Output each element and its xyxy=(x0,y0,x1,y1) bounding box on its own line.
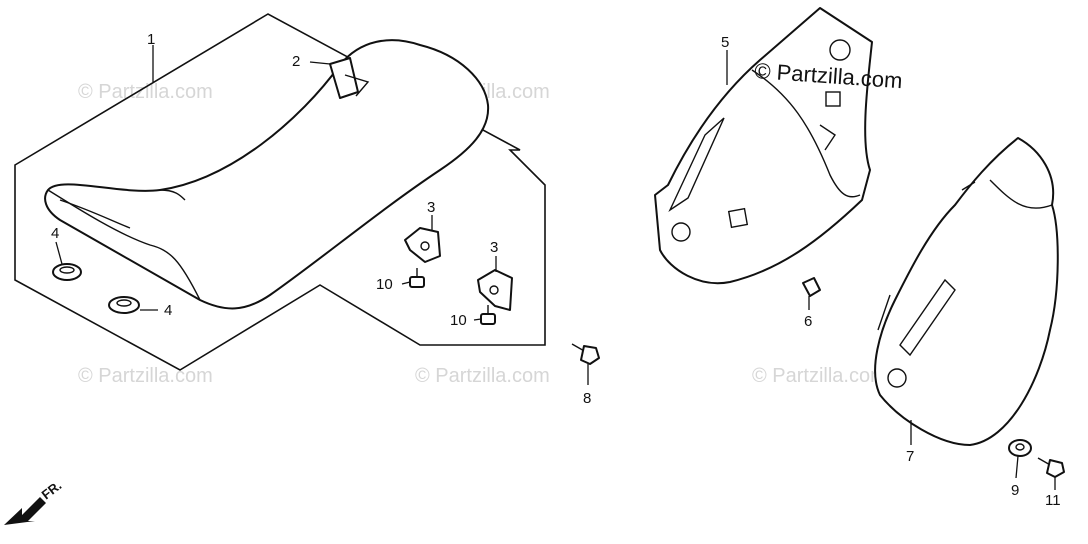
callout-6: 6 xyxy=(804,313,812,330)
seat-cushion[interactable] xyxy=(108,296,140,314)
front-indicator: FR. xyxy=(39,478,65,503)
callout-1: 1 xyxy=(147,31,155,48)
left-side-cover[interactable] xyxy=(654,7,873,285)
callout-10: 10 xyxy=(450,312,467,329)
callout-3: 3 xyxy=(427,199,435,216)
leader-line xyxy=(309,61,331,65)
watermark: © Partzilla.com xyxy=(752,365,887,387)
flange-bolt[interactable] xyxy=(571,343,600,365)
callout-4: 4 xyxy=(51,225,59,242)
front-arrow-icon xyxy=(4,497,46,525)
callout-7: 7 xyxy=(906,448,914,465)
callout-11: 11 xyxy=(1045,492,1061,509)
bolt[interactable] xyxy=(480,305,496,325)
callout-8: 8 xyxy=(583,390,591,407)
callout-3: 3 xyxy=(490,239,498,256)
leader-line xyxy=(473,318,482,321)
leader-line xyxy=(55,241,63,265)
washer[interactable] xyxy=(1008,439,1032,457)
seat-cushion[interactable] xyxy=(52,263,82,281)
bolt[interactable] xyxy=(409,268,425,288)
leader-line xyxy=(401,281,411,285)
seat[interactable] xyxy=(44,39,490,310)
leader-line xyxy=(1015,455,1019,479)
watermark: © Partzilla.com xyxy=(78,365,213,387)
flange-bolt[interactable] xyxy=(1037,457,1065,478)
callout-9: 9 xyxy=(1011,482,1019,499)
watermark: © Partzilla.com xyxy=(78,81,213,103)
callout-2: 2 xyxy=(292,53,300,70)
clip-nut[interactable] xyxy=(802,277,821,297)
watermark: © Partzilla.com xyxy=(415,365,550,387)
seat-tag[interactable] xyxy=(329,57,370,99)
seat-bracket[interactable] xyxy=(404,227,441,263)
seat-bracket[interactable] xyxy=(477,269,513,311)
right-side-cover[interactable] xyxy=(874,137,1059,446)
callout-4: 4 xyxy=(164,302,172,319)
callout-10: 10 xyxy=(376,276,393,293)
callout-5: 5 xyxy=(721,34,729,51)
